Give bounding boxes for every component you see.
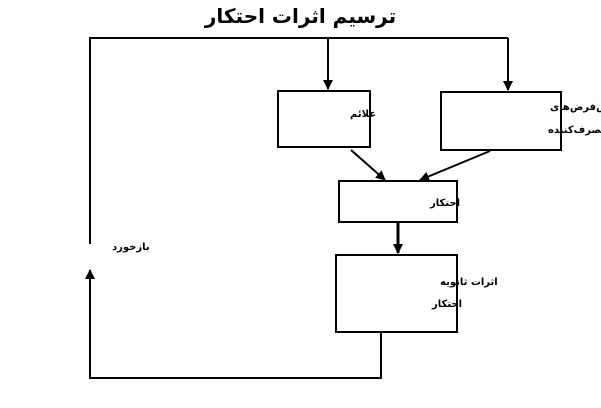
signs-label: علائم [350, 109, 376, 120]
arrow-assumptions-to-hoarding [419, 150, 491, 182]
diagram-title: ترسیم اثرات احتکار [204, 4, 397, 28]
signs-box [277, 90, 371, 148]
secondary-effects-box [335, 254, 458, 333]
hoarding-label: احتکار [429, 198, 460, 209]
secondary-effects-line2: احتکار [431, 299, 462, 310]
feedback-top-line [89, 37, 508, 244]
feedback-bottom-line [85, 269, 382, 379]
hoarding-box [338, 180, 458, 223]
consumer-assumptions-line2: مصرف‌کننده [548, 125, 601, 136]
consumer-assumptions-line1: پیش‌فرض‌های [550, 102, 601, 113]
arrow-signs-to-hoarding [350, 149, 386, 181]
consumer-assumptions-box [440, 91, 562, 151]
secondary-effects-line1: اثرات ثانویه [440, 277, 498, 288]
feedback-label: بازخورد [112, 242, 150, 253]
